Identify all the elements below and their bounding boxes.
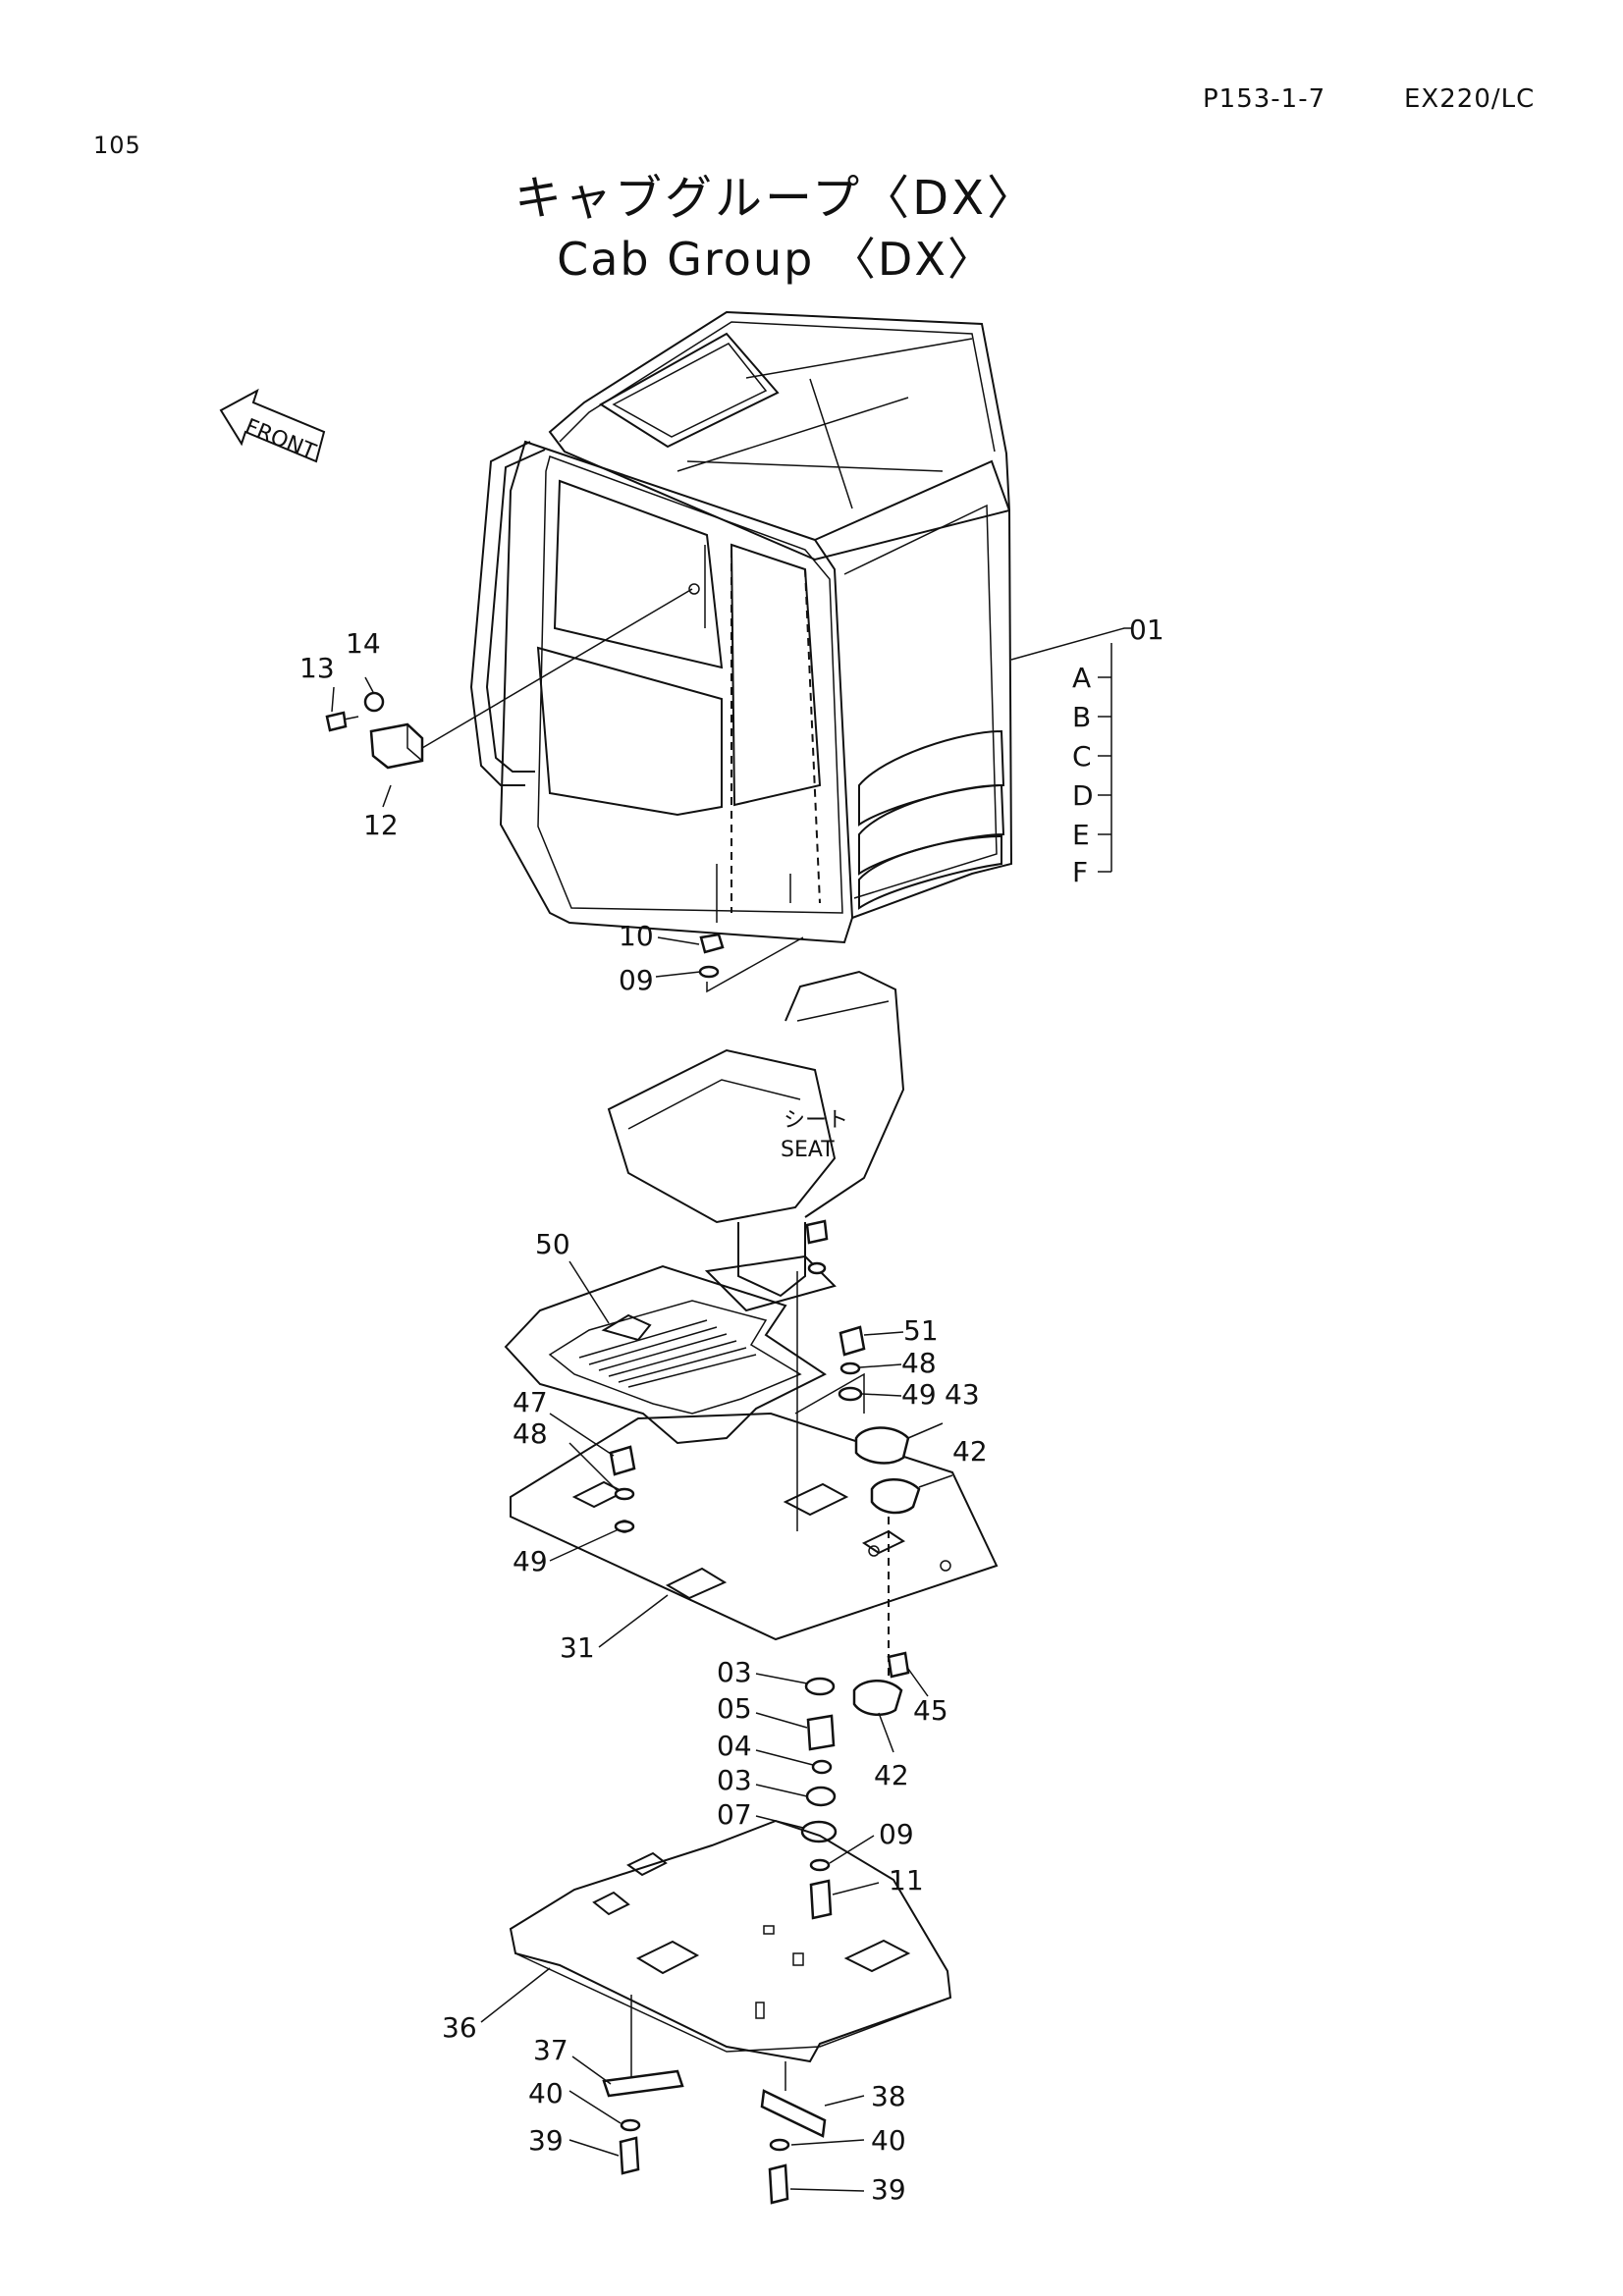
callout-10: 10 (619, 920, 654, 952)
callout-51: 51 (903, 1314, 939, 1347)
variant-C: C (1072, 740, 1092, 773)
callout-50: 50 (535, 1228, 570, 1260)
seat-label-japanese: シート (784, 1108, 848, 1133)
callout-09-a: 09 (619, 964, 654, 996)
model-code: EX220/LC (1404, 84, 1536, 114)
nut-washer-10-09 (655, 933, 804, 993)
brackets-and-bolts (568, 2056, 865, 2205)
callout-40-a: 40 (528, 2077, 564, 2109)
variant-E: E (1072, 819, 1090, 851)
base-plate-36 (509, 1819, 952, 2091)
callout-49-b: 49 (513, 1545, 548, 1577)
callout-03-b: 03 (717, 1764, 752, 1796)
callout-47: 47 (513, 1386, 548, 1418)
cab-body (469, 310, 1013, 944)
mount-hardware-left (549, 1413, 636, 1562)
seat (607, 970, 905, 1312)
variant-F: F (1072, 856, 1088, 888)
callout-45: 45 (913, 1694, 948, 1727)
variant-D: D (1072, 779, 1094, 812)
mount-stack (755, 1673, 880, 1920)
callout-48-a: 48 (901, 1347, 937, 1379)
callout-42-a: 42 (952, 1435, 988, 1468)
callout-39-b: 39 (871, 2173, 906, 2206)
callout-14: 14 (346, 627, 381, 660)
callout-36: 36 (442, 2011, 477, 2044)
callout-43: 43 (945, 1378, 980, 1411)
title-japanese: キャブグループ〈DX〉 (514, 171, 1037, 226)
callout-39-a: 39 (528, 2124, 564, 2157)
callout-40-b: 40 (871, 2124, 906, 2157)
callout-31: 31 (560, 1631, 595, 1664)
callout-05: 05 (717, 1692, 752, 1725)
callout-48-b: 48 (513, 1417, 548, 1450)
callout-49-a: 49 (901, 1378, 937, 1411)
title-english: Cab Group 〈DX〉 (557, 233, 995, 286)
variant-bracket (1010, 627, 1131, 873)
variant-B: B (1072, 701, 1091, 733)
callout-07: 07 (717, 1798, 752, 1831)
door-catch-assembly (325, 588, 693, 808)
callout-12: 12 (363, 809, 399, 841)
page-number: 105 (93, 132, 141, 159)
seat-label-english: SEAT (781, 1138, 835, 1162)
callout-04: 04 (717, 1730, 752, 1762)
callout-38: 38 (871, 2080, 906, 2112)
floor-mat-50 (504, 1260, 827, 1445)
mount-hardware-lower (852, 1651, 929, 1753)
variant-A: A (1072, 662, 1091, 694)
front-arrow: FRONT (219, 388, 326, 465)
callout-37: 37 (533, 2034, 568, 2066)
callout-13: 13 (299, 652, 335, 684)
page-code: P153-1-7 (1203, 84, 1326, 114)
mount-hardware-upper (838, 1325, 953, 1515)
callout-42-b: 42 (874, 1759, 909, 1791)
callout-09-b: 09 (879, 1818, 914, 1850)
callout-01: 01 (1129, 614, 1164, 646)
front-arrow-label: FRONT (242, 414, 320, 465)
callout-03-a: 03 (717, 1656, 752, 1688)
